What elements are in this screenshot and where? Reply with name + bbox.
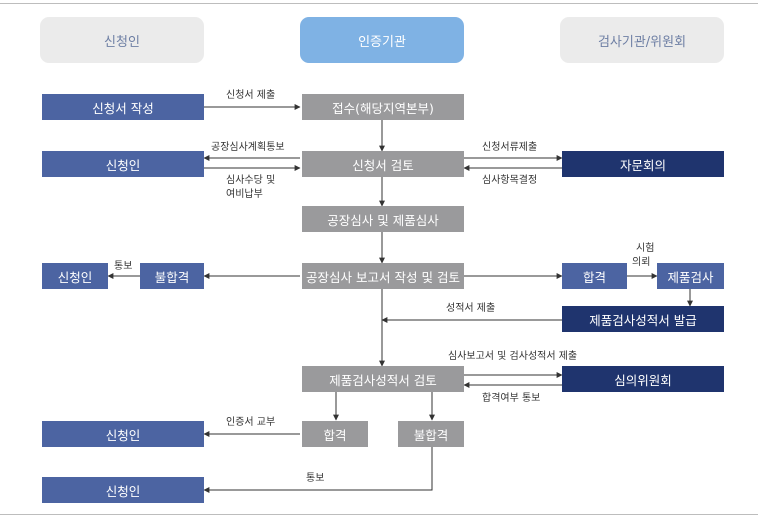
- header-applicant: 신청인: [40, 17, 204, 63]
- pass-box-1: 합격: [562, 263, 627, 289]
- label-notice-1: 통보: [114, 261, 133, 272]
- pass-box-2: 합격: [302, 421, 368, 447]
- product-test-box: 제품검사: [657, 263, 724, 289]
- committee-box: 심의위원회: [562, 366, 724, 392]
- applicant-box-2: 신청인: [42, 263, 108, 289]
- top-rule: [0, 3, 758, 4]
- label-pass-notice: 합격여부 통보: [482, 393, 541, 404]
- review-box: 신청서 검토: [302, 151, 464, 177]
- label-submit-audit-and-test: 심사보고서 및 검사성적서 제출: [448, 351, 578, 362]
- test-report-issue-box: 제품검사성적서 발급: [562, 306, 724, 332]
- label-submit-application: 신청서 제출: [226, 90, 276, 101]
- label-submit-docs: 신청서류제출: [482, 142, 538, 153]
- header-certification-body: 인증기관: [300, 17, 464, 63]
- advisory-box: 자문회의: [562, 151, 724, 177]
- label-fee-payment-1: 심사수당 및: [226, 175, 276, 186]
- write-application-box: 신청서 작성: [42, 94, 204, 120]
- label-test-request-2: 의뢰: [632, 257, 651, 268]
- label-submit-report: 성적서 제출: [446, 303, 496, 314]
- label-fee-payment-2: 여비납부: [226, 189, 263, 200]
- test-report-review-box: 제품검사성적서 검토: [302, 366, 464, 392]
- receipt-box: 접수(해당지역본부): [302, 94, 464, 120]
- applicant-box-1: 신청인: [42, 151, 204, 177]
- label-decide-items: 심사항목결정: [482, 175, 538, 186]
- fail-box-2: 불합격: [398, 421, 464, 447]
- header-inspection-committee: 검사기관/위원회: [560, 17, 724, 63]
- label-notice-2: 통보: [306, 473, 325, 484]
- bottom-rule: [0, 514, 758, 515]
- label-factory-plan-notice: 공장심사계획통보: [211, 142, 285, 153]
- applicant-box-4: 신청인: [42, 477, 204, 503]
- arrow-final-notice: [203, 446, 433, 493]
- label-test-request-1: 시험: [636, 243, 655, 254]
- applicant-box-3: 신청인: [42, 421, 204, 447]
- audit-report-box: 공장심사 보고서 작성 및 검토: [302, 263, 464, 289]
- fail-box-1: 불합격: [140, 263, 204, 289]
- label-issue-certificate: 인증서 교부: [226, 417, 276, 428]
- factory-audit-box: 공장심사 및 제품심사: [302, 206, 464, 232]
